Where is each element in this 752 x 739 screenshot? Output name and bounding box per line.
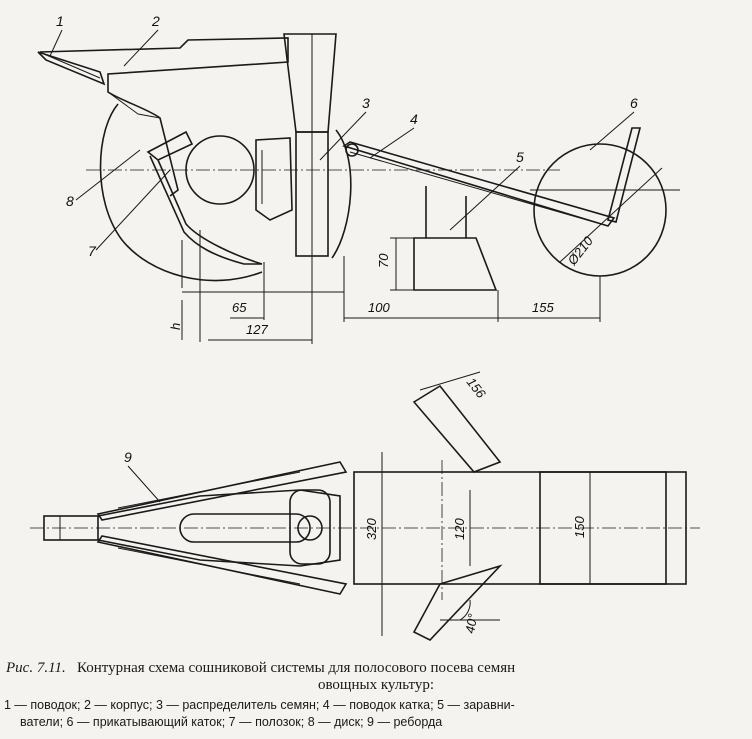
dim-120: 120 xyxy=(452,518,467,540)
figure-caption: Рис. 7.11. Контурная схема сошниковой си… xyxy=(0,660,752,694)
label-3: 3 xyxy=(362,95,370,111)
dim-127: 127 xyxy=(246,322,268,337)
housing-part-2 xyxy=(39,37,289,197)
technical-drawing: 1 2 3 4 5 6 7 8 9 70 100 155 65 127 h Ø2… xyxy=(30,13,700,641)
label-4: 4 xyxy=(410,111,418,127)
dim-100: 100 xyxy=(368,300,390,315)
figure-number: Рис. 7.11. xyxy=(6,660,66,676)
label-5: 5 xyxy=(516,149,524,165)
legend-line2: ватели; 6 — прикатывающий каток; 7 — пол… xyxy=(20,715,443,729)
dim-65: 65 xyxy=(232,300,247,315)
legend-line1: 1 — поводок; 2 — корпус; 3 — распределит… xyxy=(4,698,515,712)
deflector-top xyxy=(412,371,502,473)
flanges-part-9 xyxy=(96,461,348,595)
seed-distributor-part-3 xyxy=(283,33,352,259)
dim-150: 150 xyxy=(572,516,587,538)
label-2: 2 xyxy=(151,13,160,29)
side-view xyxy=(37,33,680,344)
leader-lines xyxy=(49,29,635,503)
caption-title-line2: овощных культур: xyxy=(317,677,435,693)
disc-part-8 xyxy=(99,103,263,282)
press-roller-part-6 xyxy=(530,127,680,277)
dimension-lines-side xyxy=(181,230,601,344)
dim-h: h xyxy=(168,323,183,330)
dim-diameter-210: Ø210 xyxy=(564,233,596,269)
leash-part-1 xyxy=(37,51,106,86)
dim-155: 155 xyxy=(532,300,554,315)
caption-title-line1: Контурная схема сошниковой системы для п… xyxy=(76,660,516,676)
deflector-bottom xyxy=(412,564,503,641)
leveller-part-5 xyxy=(413,186,498,291)
label-1: 1 xyxy=(56,13,64,29)
figure-legend: 1 — поводок; 2 — корпус; 3 — распределит… xyxy=(4,697,748,731)
dim-320: 320 xyxy=(364,518,379,540)
dim-40-deg: 40° xyxy=(462,613,480,635)
bracket xyxy=(255,137,293,221)
dim-70: 70 xyxy=(376,253,391,268)
skid-part-7 xyxy=(146,130,263,265)
dim-156: 156 xyxy=(464,375,490,402)
plan-view xyxy=(30,371,700,641)
roller-leash-part-4 xyxy=(342,141,616,227)
label-8: 8 xyxy=(66,193,74,209)
label-6: 6 xyxy=(630,95,638,111)
label-9: 9 xyxy=(124,449,132,465)
label-7: 7 xyxy=(88,243,97,259)
